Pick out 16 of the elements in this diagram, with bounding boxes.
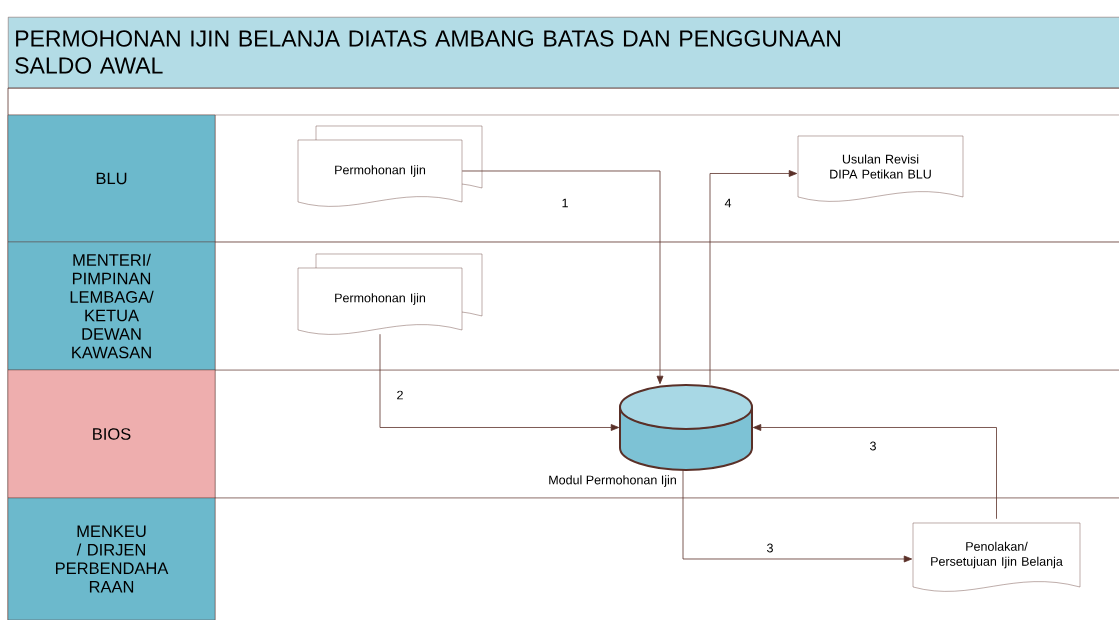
node-label: Modul Permohonan Ijin [549, 475, 676, 487]
edge-label: 2 [397, 390, 403, 400]
arrow [752, 424, 997, 520]
arrow [682, 469, 913, 563]
lane-header: BIOS [7, 369, 216, 499]
edge-label: 3 [767, 543, 773, 553]
edge-label: 1 [562, 198, 568, 208]
lane-header: MENTERI/ PIMPINAN LEMBAGA/ KETUA DEWAN KAWASAN [7, 241, 216, 371]
edge-label: 4 [724, 198, 732, 208]
arrow [379, 333, 620, 431]
arrow [461, 170, 664, 385]
lane-header: BLU [7, 114, 216, 243]
title-band: PERMOHONAN IJIN BELANJA DIATAS AMBANG BATAS DAN PENGGUNAAN SALDO AWAL [8, 17, 1119, 89]
edge-label: 3 [870, 441, 876, 451]
arrow [709, 170, 798, 386]
lane-header: MENKEU / DIRJEN PERBENDAHA RAAN [7, 497, 216, 620]
